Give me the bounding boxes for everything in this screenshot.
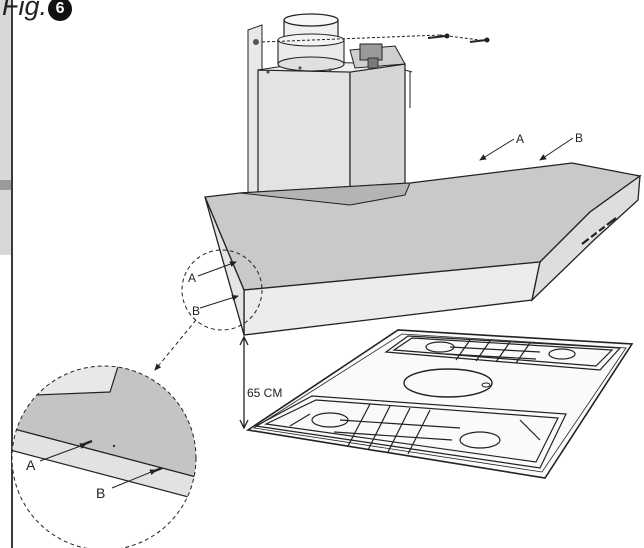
left-margin-panel [0, 0, 11, 255]
label-b-top: B [539, 131, 583, 161]
cooktop [245, 329, 634, 479]
figure-title: Fig.6 [2, 0, 73, 22]
label-a-side: A [188, 261, 237, 285]
electrical-box [349, 43, 406, 69]
svg-text:B: B [96, 485, 105, 501]
figure-number-badge: 6 [48, 0, 73, 21]
left-margin-mark [0, 180, 11, 190]
back-grate [384, 335, 622, 371]
chimney-assembly [247, 13, 490, 206]
cooktop-outline [245, 329, 634, 479]
svg-text:A: A [188, 271, 196, 285]
svg-text:B: B [192, 304, 200, 318]
wall-screw-icon [469, 37, 490, 43]
detail-circle-outline [11, 365, 197, 548]
label-a-detail: A [26, 439, 93, 473]
front-grate [254, 395, 567, 469]
screw-icon [253, 39, 259, 45]
hood-side-edge [530, 174, 641, 302]
label-b-side: B [192, 294, 239, 318]
detail-screw-icon [151, 466, 163, 474]
height-label: 65 CM [247, 386, 282, 400]
figure-title-prefix: Fig. [2, 0, 48, 21]
left-margin-rule [11, 0, 13, 548]
svg-text:A: A [516, 132, 524, 146]
detail-callout-circle [181, 249, 263, 331]
svg-text:A: A [26, 457, 36, 473]
height-dimension: 65 CM [239, 335, 282, 430]
fan-cylinder [277, 13, 345, 72]
svg-text:B: B [575, 131, 583, 145]
motor-box-front [257, 69, 351, 206]
detail-magnifier: A B [11, 365, 197, 548]
label-a-top: A [479, 132, 524, 161]
label-b-detail: B [96, 466, 163, 501]
center-burner [403, 368, 493, 398]
detail-screw-icon [81, 439, 93, 447]
hood-canopy [204, 162, 642, 336]
wall-screw-icon [427, 33, 450, 39]
control-panel [581, 217, 617, 245]
